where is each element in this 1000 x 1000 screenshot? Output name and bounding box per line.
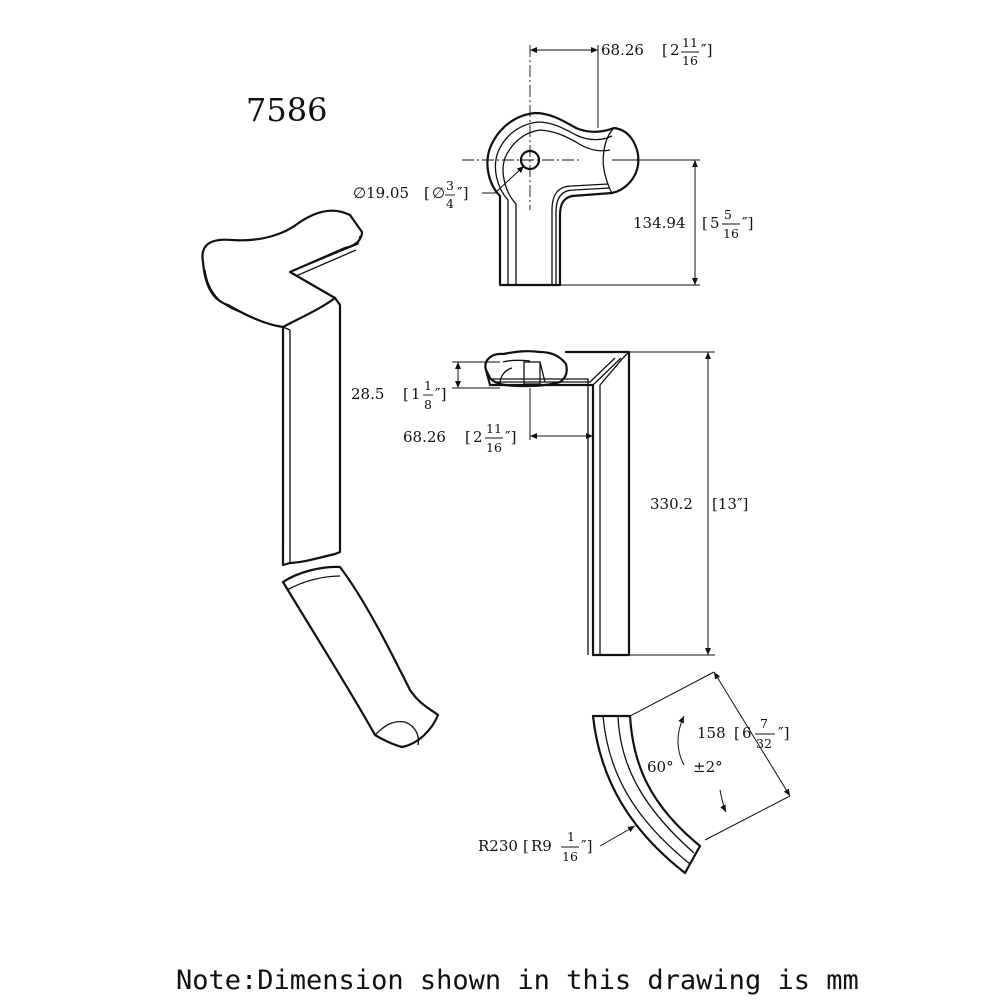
svg-text:8: 8 (424, 397, 432, 412)
dim-label-arc-radius: R230 [ R9 1 16 ″] (478, 829, 592, 864)
svg-text:″]: ″] (778, 724, 789, 742)
dim-label-hole-diameter: ∅19.05 [ ∅ 3 4 ″] (353, 178, 468, 211)
dim-label-length: 330.2 [13″] (650, 495, 748, 513)
svg-text:3: 3 (446, 178, 454, 193)
svg-text:134.94: 134.94 (633, 214, 686, 232)
dim-label-rail-height: 28.5 [ 1 1 8 ″] (351, 378, 446, 412)
svg-text:R9: R9 (531, 837, 552, 855)
svg-text:16: 16 (486, 440, 502, 455)
svg-text:[: [ (523, 837, 529, 855)
dim-label-arc-angle: 60° (647, 758, 674, 776)
svg-text:2: 2 (473, 428, 483, 446)
svg-text:158: 158 (697, 724, 726, 742)
svg-text:∅19.05: ∅19.05 (353, 184, 409, 202)
svg-text:R230: R230 (478, 837, 518, 855)
model-number: 7586 (246, 91, 327, 129)
svg-text:16: 16 (723, 226, 739, 241)
svg-text:[: [ (702, 214, 708, 232)
svg-text:28.5: 28.5 (351, 385, 384, 403)
svg-text:1: 1 (424, 378, 432, 393)
svg-text:2: 2 (670, 41, 680, 59)
svg-text:″]: ″] (701, 41, 712, 59)
dim-label-top-width: 68.26 [ 2 11 16 ″] (601, 35, 712, 68)
svg-text:11: 11 (486, 421, 502, 436)
svg-text:1: 1 (411, 385, 421, 403)
svg-text:68.26: 68.26 (601, 41, 644, 59)
svg-text:″]: ″] (505, 428, 516, 446)
svg-text:5: 5 (710, 214, 720, 232)
svg-text:6: 6 (742, 724, 752, 742)
svg-text:16: 16 (562, 849, 578, 864)
svg-text:[: [ (403, 385, 409, 403)
dim-label-arc-chord: 158 [ 6 7 32 ″] (697, 716, 789, 751)
svg-text:16: 16 (682, 53, 698, 68)
drawing-note: Note:Dimension shown in this drawing is … (176, 965, 859, 996)
top-view (462, 45, 700, 287)
svg-text:″]: ″] (742, 214, 753, 232)
svg-text:[: [ (734, 724, 740, 742)
svg-text:68.26: 68.26 (403, 428, 446, 446)
dim-label-top-height: 134.94 [ 5 5 16 ″] (633, 207, 753, 241)
svg-text:[: [ (424, 184, 430, 202)
svg-text:5: 5 (724, 207, 732, 222)
svg-text:[13″]: [13″] (712, 495, 748, 513)
svg-text:[: [ (662, 41, 668, 59)
svg-text:[: [ (465, 428, 471, 446)
arc-view (591, 671, 791, 875)
svg-text:1: 1 (567, 829, 575, 844)
svg-text:″]: ″] (435, 385, 446, 403)
dim-label-arc-tolerance: ±2° (693, 758, 723, 776)
svg-text:32: 32 (756, 736, 772, 751)
svg-text:11: 11 (682, 35, 698, 50)
svg-text:″]: ″] (457, 184, 468, 202)
side-view (452, 350, 715, 657)
svg-text:330.2: 330.2 (650, 495, 693, 513)
svg-text:″]: ″] (581, 837, 592, 855)
svg-text:∅: ∅ (432, 184, 445, 202)
isometric-view (201, 209, 440, 749)
svg-text:7: 7 (760, 716, 768, 731)
dim-label-rail-width: 68.26 [ 2 11 16 ″] (403, 421, 516, 455)
svg-text:4: 4 (446, 196, 454, 211)
